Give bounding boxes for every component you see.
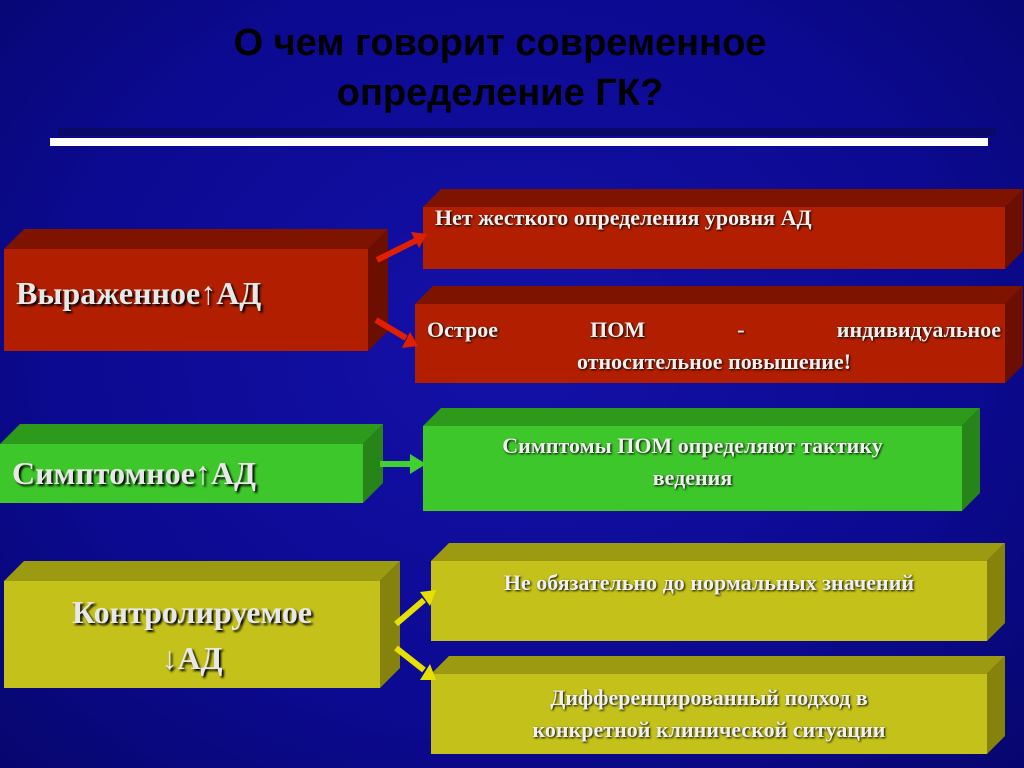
box-no-strict-definition: Нет жесткого определения уровня АД — [423, 189, 1023, 269]
arrow-controlled-top — [394, 590, 436, 627]
arrow-up-icon: ↑ — [194, 455, 211, 491]
text-symptoms-pom: Симптомы ПОМ определяют тактику ведения — [502, 433, 883, 490]
title-rule-shadow — [58, 128, 996, 136]
arrow-up-icon: ↑ — [200, 274, 217, 311]
box-expressed: Выраженное ↑АД — [4, 229, 388, 351]
arrow-controlled-bottom — [394, 645, 436, 680]
label-expressed: Выраженное ↑АД — [16, 274, 262, 311]
box-controlled: Контролируемое ↓АД — [4, 561, 400, 688]
arrow-expressed-bottom — [374, 317, 418, 348]
text-not-necessarily-normal: Не обязательно до нормальных значений — [503, 570, 915, 595]
box-symptomatic: Симптомное ↑АД — [0, 424, 383, 503]
text-differentiated-approach: Дифференцированный подход в конкретной к… — [532, 685, 886, 742]
title-line-2: определение ГК? — [336, 72, 664, 114]
box-symptoms-pom: Симптомы ПОМ определяют тактику ведения — [423, 408, 980, 511]
box-not-necessarily-normal: Не обязательно до нормальных значений — [431, 543, 1005, 641]
arrow-down-icon: ↓ — [161, 640, 178, 676]
slide-title: О чем говорит современное определение ГК… — [100, 18, 900, 118]
box-differentiated-approach: Дифференцированный подход в конкретной к… — [431, 656, 1005, 754]
label-symptomatic: Симптомное ↑АД — [12, 455, 257, 491]
arrow-symptomatic — [380, 454, 426, 474]
title-line-1: О чем говорит современное — [233, 22, 767, 64]
label-controlled: Контролируемое ↓АД — [71, 594, 313, 676]
text-acute-pom: Острое ПОМ - индивидуальное относительно… — [427, 317, 1001, 374]
text-no-strict-definition: Нет жесткого определения уровня АД — [435, 205, 812, 230]
arrow-expressed-top — [375, 232, 427, 263]
box-acute-pom: Острое ПОМ - индивидуальное относительно… — [415, 286, 1023, 383]
title-rule — [50, 138, 988, 146]
